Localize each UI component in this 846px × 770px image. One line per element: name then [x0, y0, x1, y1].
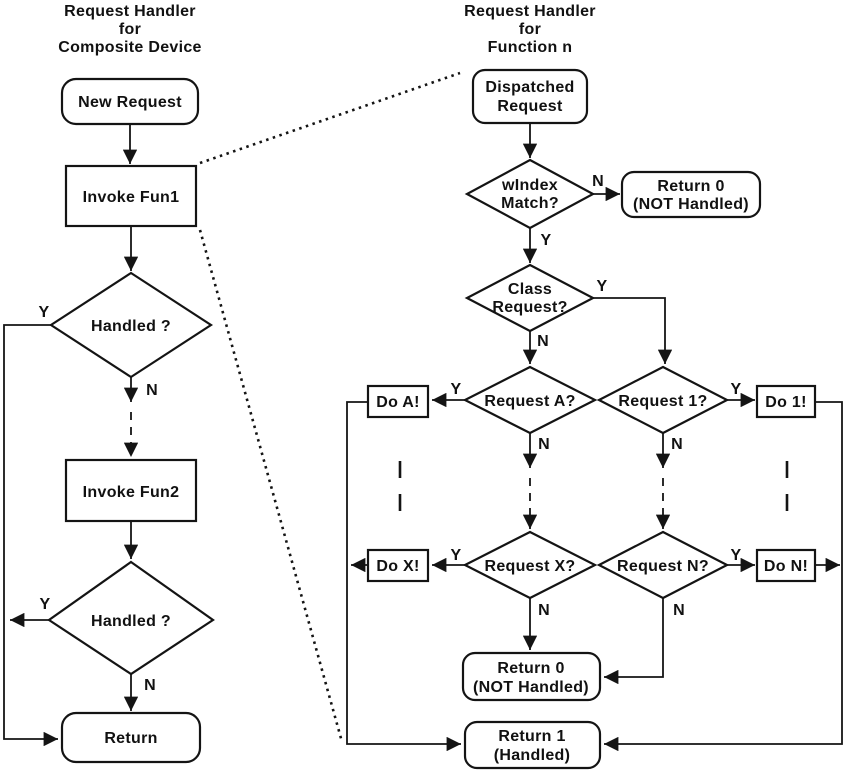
windex-match-line-1: wIndex — [501, 177, 558, 194]
request-a-yes-label: Y — [451, 381, 462, 398]
handled1-label: Handled ? — [91, 318, 171, 335]
request-x-no-label: N — [538, 602, 550, 619]
do-1-label: Do 1! — [765, 394, 807, 411]
return0-bottom-node — [461, 651, 602, 702]
do-a-label: Do A! — [376, 394, 420, 411]
handled1-no-label: N — [146, 382, 158, 399]
invoke-fun2-label: Invoke Fun2 — [83, 484, 180, 501]
handled2-yes-label: Y — [40, 596, 51, 613]
class-no-label: N — [537, 333, 549, 350]
new-request-label: New Request — [78, 94, 182, 111]
return1-line-2: (Handled) — [494, 747, 570, 764]
edge-class-yes — [593, 297, 673, 364]
composite-device-flowchart: Request Handler for Composite Device New… — [3, 3, 215, 764]
expansion-dotted-line-bottom — [198, 229, 344, 743]
right-title-line-1: Request Handler — [464, 3, 596, 20]
request-a-no-label: N — [538, 436, 550, 453]
edge-request-n-no — [604, 598, 664, 685]
class-request-decision — [464, 263, 596, 333]
return0-top-line-1: Return 0 — [657, 178, 724, 195]
request-n-yes-label: Y — [731, 547, 742, 564]
return1-line-1: Return 1 — [498, 728, 565, 745]
request-1-label: Request 1? — [618, 393, 707, 410]
invoke-fun1-node — [64, 164, 198, 228]
handled1-yes-label: Y — [39, 304, 50, 321]
windex-match-line-2: Match? — [501, 195, 559, 212]
return0-top-node — [620, 170, 762, 219]
class-request-line-1: Class — [508, 281, 552, 298]
request-1-no-label: N — [671, 436, 683, 453]
return0-bottom-line-1: Return 0 — [497, 660, 564, 677]
dispatched-request-line-2: Request — [497, 98, 563, 115]
do-n-node — [755, 548, 817, 583]
do-n-label: Do N! — [764, 558, 808, 575]
edge-do-a-to-return1 — [346, 401, 461, 752]
request-n-no-label: N — [673, 602, 685, 619]
right-title-line-3: Function n — [488, 39, 573, 56]
left-title-line-2: for — [119, 21, 141, 38]
expansion-dotted-line-top — [199, 71, 461, 165]
invoke-fun1-label: Invoke Fun1 — [83, 189, 180, 206]
function-n-flowchart: Request Handler for Function n Dispatche… — [346, 3, 843, 770]
right-title-line-2: for — [519, 21, 541, 38]
request-1-yes-label: Y — [731, 381, 742, 398]
class-request-line-2: Request? — [492, 299, 567, 316]
return1-node — [463, 720, 602, 770]
return-node — [60, 711, 202, 764]
class-yes-label: Y — [597, 278, 608, 295]
return0-top-line-2: (NOT Handled) — [633, 196, 749, 213]
dispatched-request-node — [471, 68, 589, 125]
windex-match-decision — [464, 158, 596, 230]
edge-do-1-to-return1 — [604, 401, 843, 752]
request-n-label: Request N? — [617, 558, 709, 575]
return0-bottom-line-2: (NOT Handled) — [473, 679, 589, 696]
request-a-label: Request A? — [484, 393, 575, 410]
left-title-line-3: Composite Device — [58, 39, 202, 56]
windex-no-label: N — [592, 173, 604, 190]
handled2-no-label: N — [144, 677, 156, 694]
request-x-label: Request X? — [484, 558, 575, 575]
do-x-node — [366, 548, 430, 583]
dispatched-request-line-1: Dispatched — [485, 79, 574, 96]
handled2-label: Handled ? — [91, 613, 171, 630]
request-x-yes-label: Y — [451, 547, 462, 564]
return-label: Return — [104, 730, 157, 747]
windex-yes-label: Y — [541, 232, 552, 249]
edge-handled1-yes-to-return — [3, 324, 58, 747]
left-title-line-1: Request Handler — [64, 3, 196, 20]
do-x-label: Do X! — [376, 558, 419, 575]
